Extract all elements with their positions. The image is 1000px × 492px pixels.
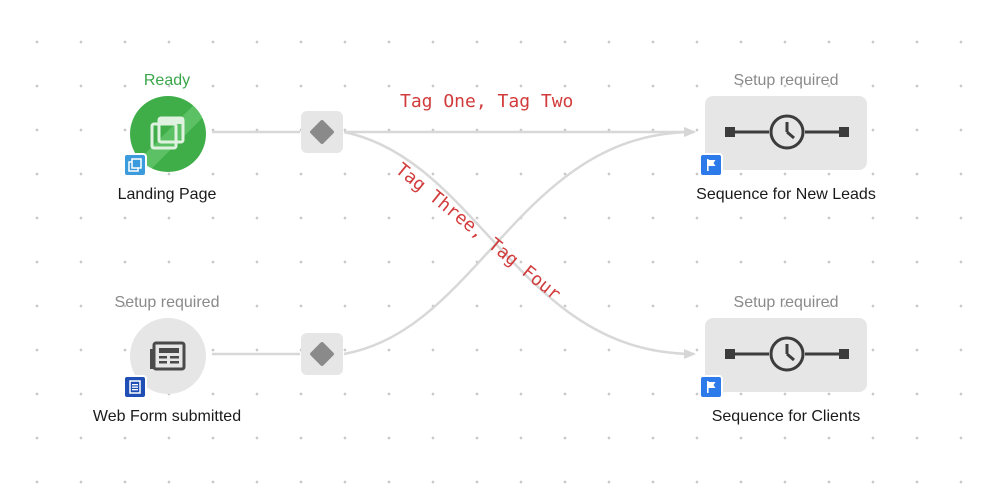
new-leads-label: Sequence for New Leads bbox=[696, 186, 876, 203]
connector-decision-2-to-new-leads bbox=[343, 127, 696, 356]
web-form-icon bbox=[150, 341, 186, 371]
decision-diamond-icon bbox=[309, 341, 335, 367]
connector-decision-1-to-clients bbox=[343, 130, 696, 359]
clients-label: Sequence for Clients bbox=[711, 408, 861, 425]
decision-diamond-icon bbox=[309, 119, 335, 145]
web-form-label: Web Form submitted bbox=[92, 408, 242, 425]
new-leads-status: Setup required bbox=[733, 72, 839, 89]
timer-sequence-icon bbox=[725, 336, 849, 372]
tag-label-one-two: Tag One, Tag Two bbox=[400, 91, 574, 112]
sequence-clients-node[interactable] bbox=[705, 318, 867, 392]
decision-node-2[interactable] bbox=[301, 333, 343, 375]
flag-icon bbox=[699, 375, 723, 399]
landing-page-status: Ready bbox=[143, 72, 191, 89]
sequence-new-leads-node[interactable] bbox=[705, 96, 867, 170]
decision-node-1[interactable] bbox=[301, 111, 343, 153]
landing-page-badge-icon bbox=[123, 153, 147, 177]
timer-sequence-icon bbox=[725, 114, 849, 150]
flag-icon bbox=[699, 153, 723, 177]
clients-status: Setup required bbox=[733, 294, 839, 311]
landing-page-icon bbox=[150, 116, 185, 150]
form-badge-icon bbox=[123, 375, 147, 399]
landing-page-label: Landing Page bbox=[117, 186, 217, 203]
web-form-status: Setup required bbox=[114, 294, 220, 311]
